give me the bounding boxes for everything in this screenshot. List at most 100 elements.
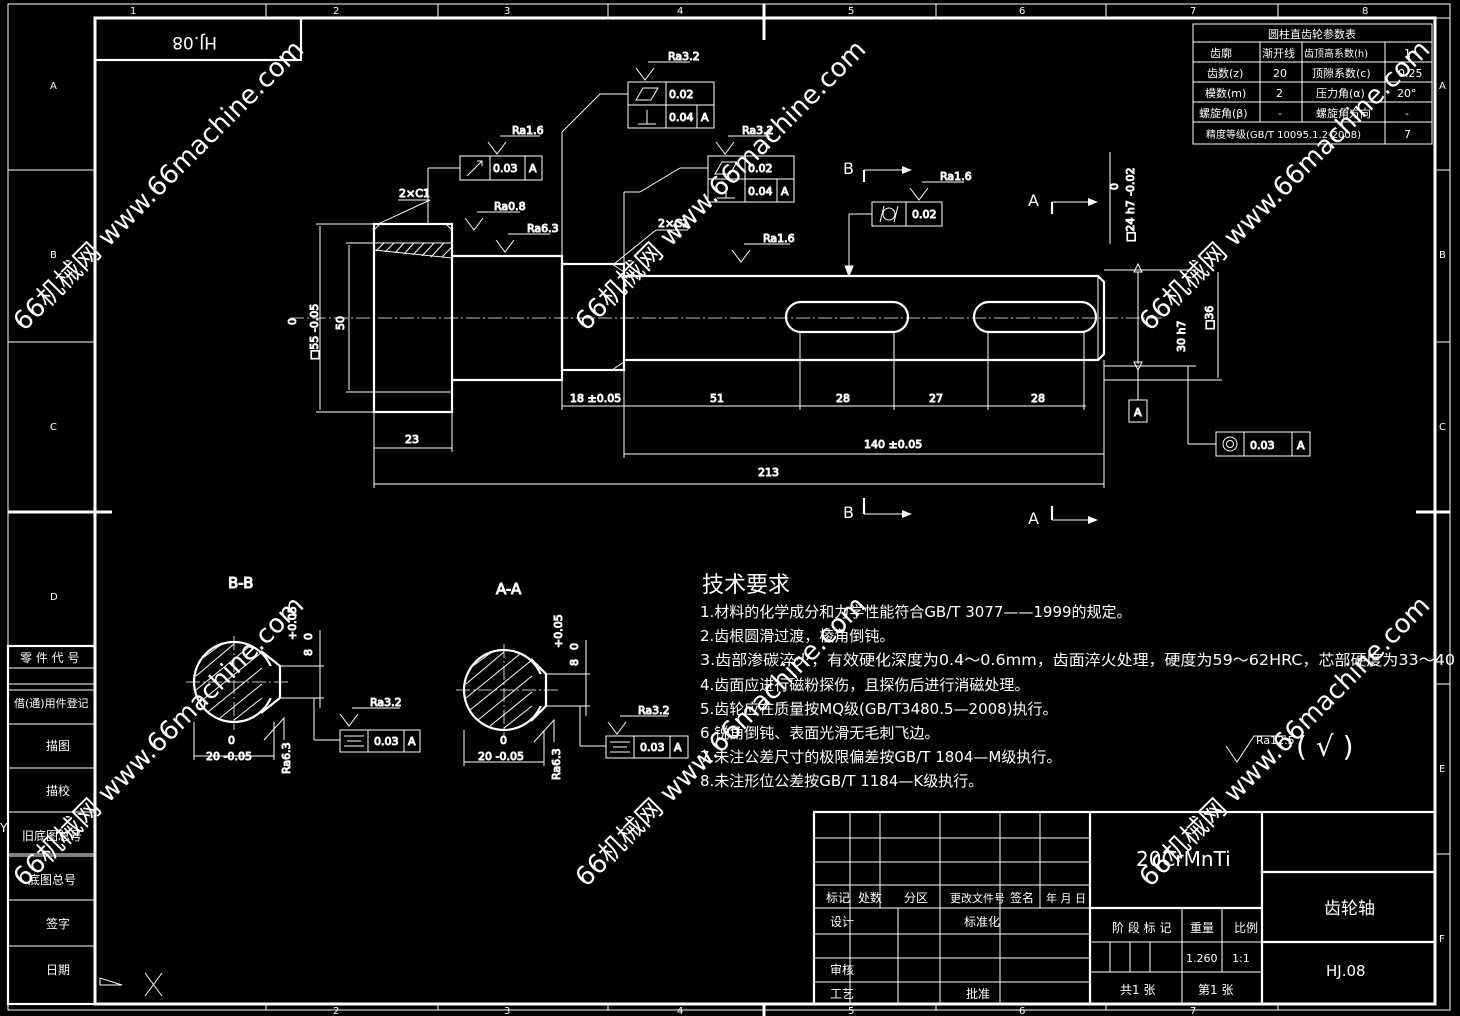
side-cell: 旧底图总号	[22, 828, 82, 843]
dim-len-gear: 23	[405, 433, 419, 446]
aa-sym-ref: A	[674, 741, 682, 754]
tb-review: 审核	[830, 962, 854, 977]
tb-sign: 签名	[1010, 890, 1034, 905]
zone-col: 4	[677, 6, 683, 17]
gdt-perp2-val: 0.04	[748, 185, 773, 198]
dim-30h7: 30 h7	[1175, 321, 1188, 352]
dim-right-dia: □24 h7	[1124, 200, 1137, 242]
side-cell: 借(通)用件登记	[14, 696, 89, 710]
ra-cyl: Ra1.6	[940, 170, 972, 183]
datum-a-label: A	[1134, 406, 1142, 419]
side-cell: 底图总号	[28, 872, 76, 887]
main-view	[290, 222, 1165, 414]
dim-key1-offset: 51	[710, 392, 724, 405]
tech-line: 8.未注形位公差按GB/T 1184—K级执行。	[700, 772, 983, 790]
side-cell: 描图	[46, 739, 70, 753]
tb-approve: 批准	[966, 986, 990, 1001]
gdt-runout-val: 0.03	[493, 162, 518, 175]
side-cell: 零 件 代 号	[20, 651, 79, 665]
gear-cell: 渐开线	[1262, 46, 1295, 60]
side-cell: 描校	[46, 783, 70, 798]
ra-general: Ra12.5	[1256, 734, 1295, 747]
aa-sym-val: 0.03	[640, 741, 665, 754]
zone-col: 8	[1362, 6, 1368, 17]
dim-chamfer-right: 2×C1	[658, 217, 689, 230]
ra-neck: Ra6.3	[527, 222, 559, 235]
section-views: B-B A-A 0 20 -0.05 +0.05 0 8 Ra3.2 0.03 …	[186, 574, 689, 781]
svg-text:Y: Y	[0, 821, 8, 835]
tb-part-name: 齿轮轴	[1324, 899, 1375, 919]
tb-weight: 重量	[1190, 921, 1214, 935]
tb-stage: 阶 段 标 记	[1112, 920, 1171, 935]
aa-w: 20 -0.05	[478, 750, 524, 763]
gear-cell: 齿顶高系数(h)	[1304, 47, 1368, 60]
paren-check: ( √ )	[1296, 730, 1354, 763]
side-table: 零 件 代 号 借(通)用件登记 描图 描校 旧底图总号 底图总号 签字 日期	[6, 644, 97, 1006]
gear-cell: -	[1278, 107, 1282, 120]
bb-sym-val: 0.03	[374, 735, 399, 748]
tb-count: 处数	[858, 890, 882, 905]
aa-hatch	[465, 651, 533, 729]
mirrored-drawing-no: HJ.08	[172, 32, 217, 52]
gear-cell: 20°	[1397, 87, 1417, 100]
zone-row: B	[50, 250, 57, 261]
bb-ra-side: Ra6.3	[280, 742, 293, 774]
gear-cell: 2	[1276, 87, 1283, 100]
zone-row: C	[50, 422, 57, 433]
gdt-annotations: 0.02 0.04 A Ra3.2 0.03 A Ra1.6 0.02 0.04…	[427, 50, 1311, 457]
tb-standard: 标准化	[964, 915, 1000, 929]
zone-row: C	[1439, 422, 1446, 433]
dim-gear-upper: 0	[286, 318, 299, 325]
tb-sheets-total: 共1 张	[1120, 983, 1155, 997]
section-aa-title: A-A	[496, 580, 522, 598]
tech-line: 3.齿部渗碳淬火，有效硬化深度为0.4～0.6mm，齿面淬火处理，硬度为59～6…	[700, 651, 1455, 669]
gdt-cyl-val: 0.02	[912, 208, 937, 221]
aa-d-tol2: 0	[568, 643, 581, 650]
tb-design: 设计	[830, 915, 854, 929]
watermark: 66机械网 www.66machine.com	[8, 35, 310, 337]
section-markers: B B A A	[843, 159, 1098, 528]
aa-ra-side: Ra6.3	[550, 748, 563, 780]
aa-d-tol: +0.05	[552, 614, 565, 648]
zone-col: 7	[1190, 1006, 1196, 1016]
gdt-runout-ref: A	[529, 162, 537, 175]
dim-key-gap: 27	[929, 392, 943, 405]
dim-total: 213	[758, 466, 779, 479]
aa-ra: Ra3.2	[638, 704, 670, 717]
zone-row: D	[50, 592, 58, 603]
dim-shaft: 140 ±0.05	[864, 438, 922, 451]
mirrored-number-box: HJ.08	[93, 16, 303, 62]
zone-col: 6	[1019, 1006, 1025, 1016]
zone-row: F	[1439, 934, 1445, 945]
gear-parameter-table: 圆柱直齿轮参数表 齿廓 渐开线 齿顶高系数(h) 1 齿数(z) 20 顶隙系数…	[1192, 23, 1433, 145]
tb-drawing-no: HJ.08	[1326, 962, 1366, 980]
gdt-flat-val: 0.02	[669, 88, 694, 101]
gear-cell: 20	[1273, 67, 1287, 80]
dim-key1: 28	[836, 392, 850, 405]
side-cell: 日期	[46, 963, 70, 977]
zone-row: E	[1439, 764, 1445, 775]
zone-col: 2	[333, 1006, 339, 1016]
tb-zone: 分区	[904, 891, 928, 905]
aa-w-tol: 0	[500, 734, 507, 747]
gdt-perp2-ref: A	[781, 185, 789, 198]
ra-left: Ra1.6	[512, 124, 544, 137]
bb-ra: Ra3.2	[370, 696, 402, 709]
tooth-hatch	[373, 242, 453, 259]
tech-line: 5.齿轮应在质量按MQ级(GB/T3480.5—2008)执行。	[700, 700, 1058, 718]
dim-chamfer-left: 2×C1	[399, 187, 430, 200]
zone-row: B	[1439, 250, 1446, 261]
tb-doc: 更改文件号	[950, 891, 1005, 905]
zone-col: 2	[333, 6, 339, 17]
tb-sheet-no: 第1 张	[1198, 983, 1233, 997]
bb-w: 20 -0.05	[206, 750, 252, 763]
zone-col: 4	[677, 1006, 683, 1016]
tb-scale-val: 1:1	[1232, 952, 1250, 965]
tech-title: 技术要求	[702, 573, 790, 598]
bb-hatch	[195, 643, 263, 721]
gear-cell: 0.25	[1398, 67, 1423, 80]
gdt-perp-val: 0.04	[669, 111, 694, 124]
gear-cell: 压力角(α)	[1316, 87, 1365, 100]
side-cell: 签字	[46, 916, 70, 931]
